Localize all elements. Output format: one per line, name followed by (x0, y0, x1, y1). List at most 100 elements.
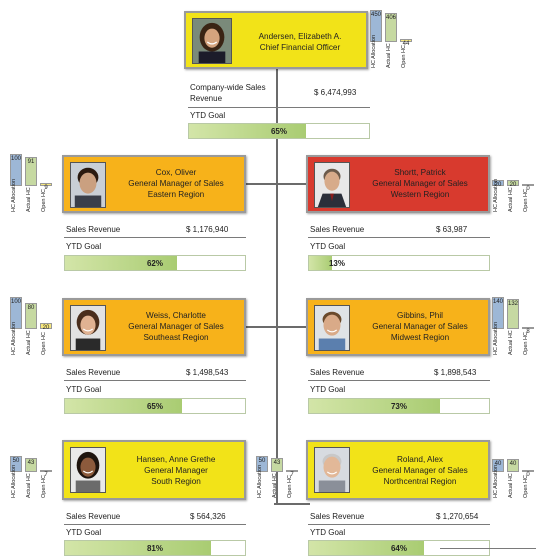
node-region: South Region (151, 477, 201, 486)
org-node-shortt[interactable]: Shortt, Patrick General Manager of Sales… (306, 155, 490, 213)
actual-hc-label: Actual HC (508, 473, 514, 498)
ytd-goal-bar: 73% (308, 398, 490, 414)
ytd-goal-percent: 65% (270, 127, 287, 136)
ytd-goal-fill (309, 399, 441, 413)
open-hc-value: 0 (526, 472, 530, 478)
photo-gibbins (314, 305, 350, 351)
metric-label: Sales Revenue (310, 512, 365, 521)
actual-hc-label: Actual HC (508, 330, 514, 355)
open-hc-label: Open HC (523, 475, 529, 498)
hc-allocation-label: HC Allocation (11, 321, 17, 355)
hc-allocation-bar (10, 154, 22, 186)
connector-row3 (274, 503, 310, 505)
org-node-gibbins[interactable]: Gibbins, Phil General Manager of Sales M… (306, 298, 490, 356)
actual-hc-bar (25, 458, 37, 472)
ytd-goal-percent: 62% (146, 259, 163, 268)
ytd-goal-label: YTD Goal (66, 242, 102, 251)
metric-label-text: Company-wide Sales Revenue (190, 83, 266, 103)
hc-allocation-label: HC Allocation (257, 464, 263, 498)
node-title: General Manager of Sales (372, 322, 468, 331)
node-title: General Manager of Sales (128, 179, 224, 188)
node-title: General Manager (144, 466, 208, 475)
photo-weiss (70, 305, 106, 351)
photo-cox (70, 162, 106, 208)
ytd-goal-label: YTD Goal (310, 242, 346, 251)
node-region: Southeast Region (143, 333, 209, 342)
ytd-goal-percent: 64% (390, 544, 407, 553)
actual-hc-value: 80 (27, 305, 35, 311)
hc-allocation-value: 20 (494, 182, 502, 188)
separator (64, 237, 246, 238)
hc-allocation-bar (10, 297, 22, 329)
metric-label: Sales Revenue (66, 225, 121, 234)
hc-allocation-label: HC Allocation (493, 464, 499, 498)
actual-hc-value: 406 (385, 15, 396, 21)
node-region: Midwest Region (390, 333, 450, 342)
photo-shortt (314, 162, 350, 208)
metric-value: $ 63,987 (436, 225, 468, 234)
hc-allocation-bar (370, 10, 382, 42)
org-node-roland[interactable]: Roland, Alex General Manager of Sales No… (306, 440, 490, 500)
org-node-andersen[interactable]: Andersen, Elizabeth A. Chief Financial O… (184, 11, 368, 69)
ytd-goal-fill (189, 124, 306, 138)
org-node-hansen[interactable]: Hansen, Anne Grethe General Manager Sout… (62, 440, 246, 500)
org-node-weiss[interactable]: Weiss, Charlotte General Manager of Sale… (62, 298, 246, 356)
node-name: Hansen, Anne Grethe (136, 455, 216, 464)
actual-hc-bar (271, 458, 283, 472)
hc-allocation-value: 50 (12, 458, 20, 464)
hc-allocation-bar (492, 459, 504, 472)
open-hc-value: 7 (44, 472, 48, 478)
ytd-goal-bar: 65% (188, 123, 370, 139)
org-node-cox[interactable]: Cox, Oliver General Manager of Sales Eas… (62, 155, 246, 213)
ytd-goal-bar: 81% (64, 540, 246, 556)
separator (64, 380, 246, 381)
metric-value: $ 564,326 (190, 512, 226, 521)
metric-label: Sales Revenue (66, 512, 121, 521)
separator (188, 107, 370, 108)
ytd-goal-fill (65, 256, 177, 270)
ytd-goal-label: YTD Goal (190, 111, 226, 120)
actual-hc-label: Actual HC (26, 473, 32, 498)
photo-hansen (70, 447, 106, 493)
metric-value: $ 1,898,543 (434, 368, 477, 377)
ytd-goal-fill (309, 256, 333, 270)
node-name: Gibbins, Phil (397, 311, 443, 320)
open-hc-label: Open HC (523, 189, 529, 212)
node-title: Chief Financial Officer (259, 43, 341, 52)
node-region: Eastern Region (147, 190, 205, 199)
actual-hc-value: 132 (507, 301, 518, 307)
actual-hc-label: Actual HC (386, 43, 392, 68)
ytd-goal-label: YTD Goal (66, 385, 102, 394)
photo-andersen (192, 18, 232, 64)
node-region: Northcentral Region (383, 477, 457, 486)
open-hc-value: 44 (402, 41, 410, 47)
actual-hc-bar (25, 303, 37, 329)
metric-value: $ 1,176,940 (186, 225, 229, 234)
ytd-goal-fill (65, 541, 211, 555)
ytd-goal-bar: 62% (64, 255, 246, 271)
open-hc-value: 9 (44, 185, 48, 191)
hc-allocation-value: 40 (494, 461, 502, 467)
actual-hc-bar (507, 180, 519, 186)
open-hc-label: Open HC (41, 189, 47, 212)
open-hc-label: Open HC (287, 475, 293, 498)
node-name: Weiss, Charlotte (146, 311, 206, 320)
page-rule (440, 548, 536, 549)
hc-allocation-bar (10, 456, 22, 472)
open-hc-bar (400, 39, 412, 42)
node-name: Andersen, Elizabeth A. (258, 32, 342, 41)
node-title: General Manager of Sales (372, 179, 468, 188)
hc-allocation-label: HC Allocation (371, 34, 377, 68)
open-hc-value: 0 (526, 186, 530, 192)
hc-allocation-bar (492, 180, 504, 186)
open-hc-value: 7 (290, 472, 294, 478)
hc-allocation-value: 100 (10, 299, 21, 305)
ytd-goal-label: YTD Goal (310, 385, 346, 394)
hc-allocation-bar (492, 297, 504, 329)
node-name: Shortt, Patrick (394, 168, 446, 177)
